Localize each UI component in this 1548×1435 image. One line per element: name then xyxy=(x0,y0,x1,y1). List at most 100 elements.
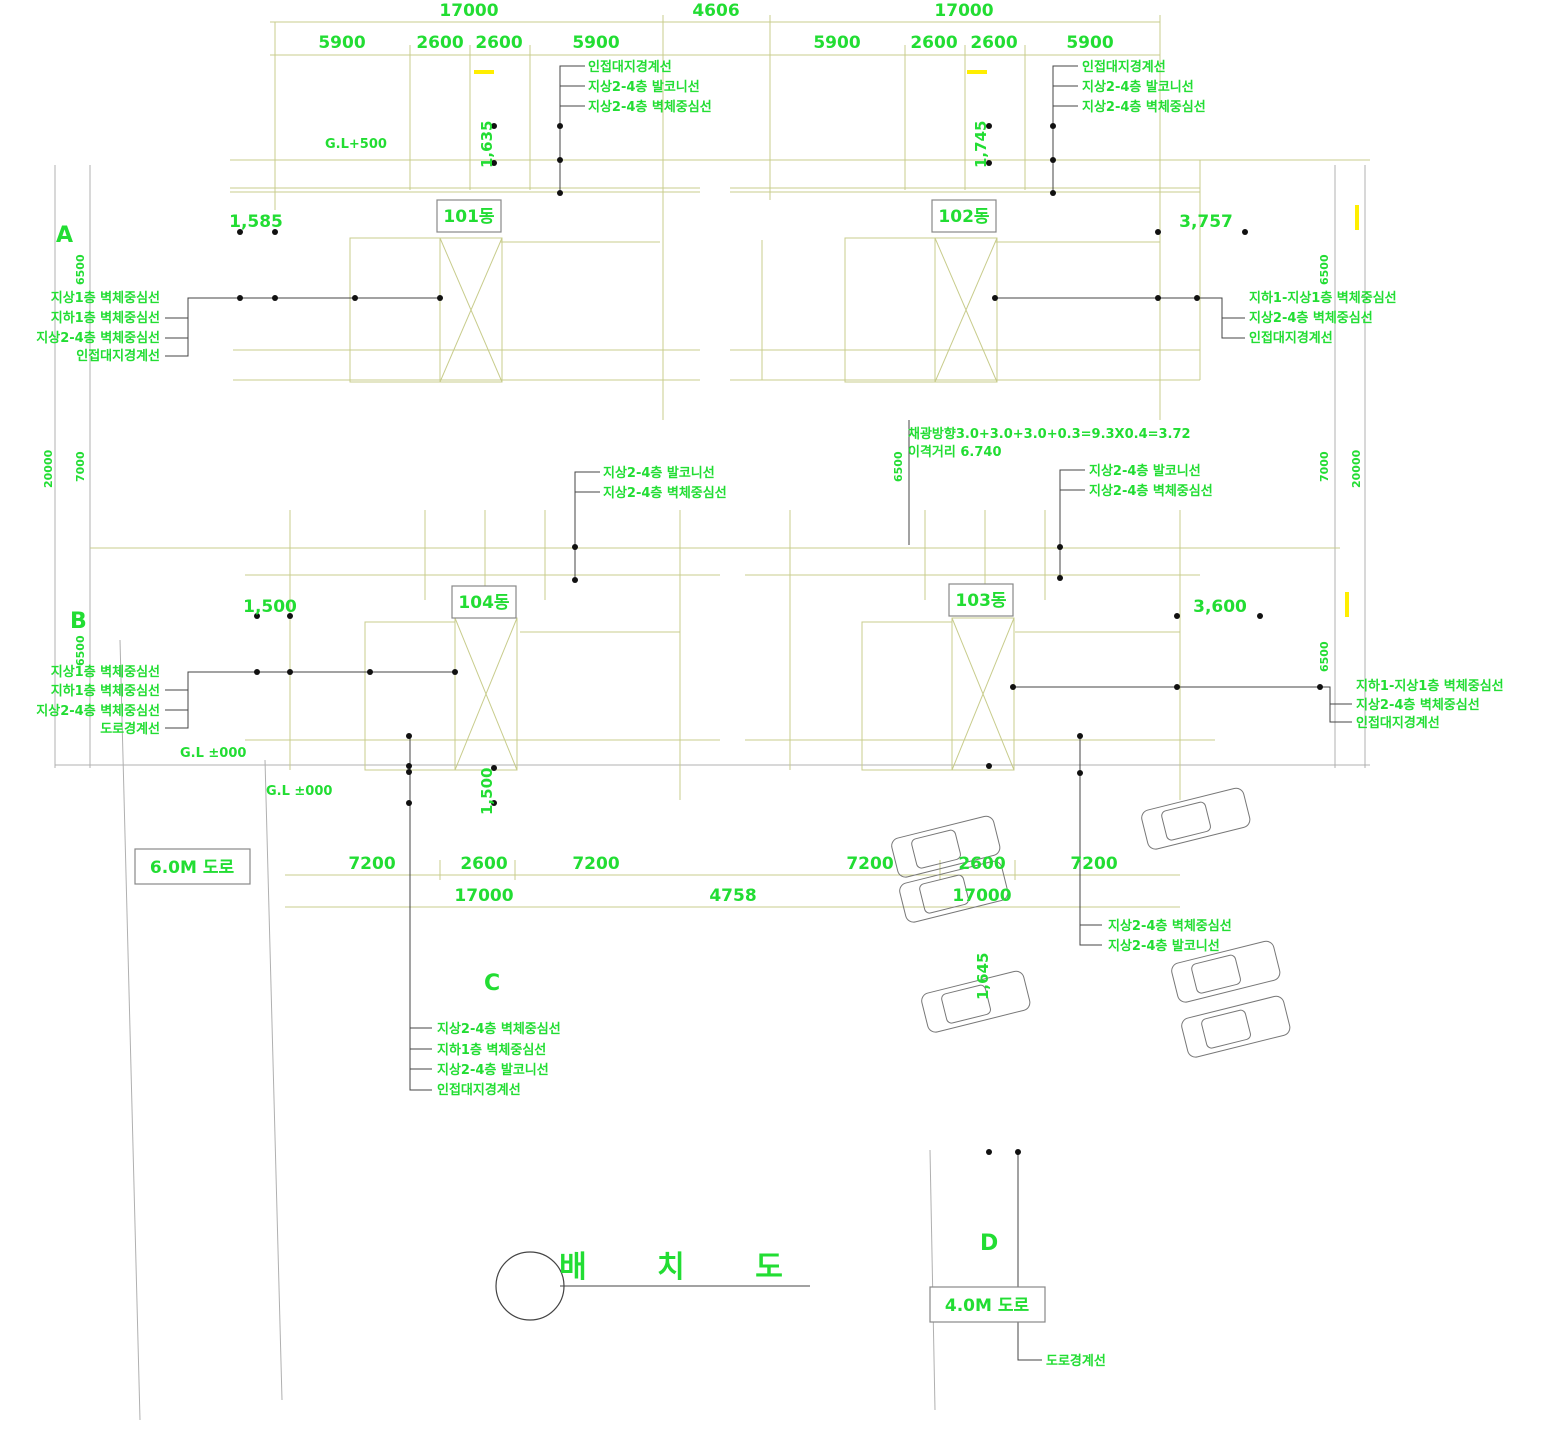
callout-text: 인접대지경계선 xyxy=(437,1082,521,1098)
road-labels: 6.0M 도로 4.0M 도로 xyxy=(134,848,1046,1323)
leader-lines xyxy=(165,65,1352,1361)
callouts-left-b: 지상1층 벽체중심선 지하1층 벽체중심선 지상2-4층 벽체중심선 도로경계선 xyxy=(36,664,160,737)
dim-v-1745: 1,745 xyxy=(972,121,990,168)
callout-text: 지상2-4층 발코니선 xyxy=(603,465,715,481)
dim-bottom-gap: 4758 xyxy=(709,886,756,906)
callouts-top-left: 인접대지경계선 지상2-4층 발코니선 지상2-4층 벽체중심선 xyxy=(588,59,712,115)
callouts-right-a: 지하1-지상1층 벽체중심선 지상2-4층 벽체중심선 인접대지경계선 xyxy=(1249,290,1397,346)
building-label-101: 101동 xyxy=(443,207,494,227)
callouts-right-b: 지하1-지상1층 벽체중심선 지상2-4층 벽체중심선 인접대지경계선 xyxy=(1356,678,1504,731)
dim-left-v-total: 20000 xyxy=(42,449,55,488)
callouts-top-right: 인접대지경계선 지상2-4층 발코니선 지상2-4층 벽체중심선 xyxy=(1082,59,1206,115)
road-boundary-callout: 도로경계선 xyxy=(1046,1353,1106,1369)
callout-text: 지상2-4층 벽체중심선 xyxy=(588,99,712,115)
dim-offset-3757: 3,757 xyxy=(1179,212,1233,232)
callout-text: 지상2-4층 벽체중심선 xyxy=(36,703,160,719)
dim-top-gap: 4606 xyxy=(692,1,739,21)
callout-text: 지하1층 벽체중심선 xyxy=(437,1042,546,1058)
callout-text: 인접대지경계선 xyxy=(1249,330,1333,346)
callout-text: 지상2-4층 벽체중심선 xyxy=(1249,310,1373,326)
dim-bottom-right-seg-1: 7200 xyxy=(846,854,893,874)
callouts-bottom-c: 지상2-4층 벽체중심선 지하1층 벽체중심선 지상2-4층 발코니선 인접대지… xyxy=(437,1021,561,1098)
callout-text: 지상2-4층 발코니선 xyxy=(1089,463,1201,479)
callout-text: 지상2-4층 발코니선 xyxy=(588,79,700,95)
road-4m-label: 4.0M 도로 xyxy=(945,1296,1030,1316)
structure-lines xyxy=(54,15,1370,1421)
callout-text: 지상2-4층 벽체중심선 xyxy=(1108,918,1232,934)
building-label-104: 104동 xyxy=(458,593,509,613)
setback-note-line2: 이격거리 6.740 xyxy=(908,444,1002,460)
dim-right-v-total: 20000 xyxy=(1350,449,1363,488)
dim-top-left-seg-4: 5900 xyxy=(572,33,619,53)
callout-text: 지하1-지상1층 벽체중심선 xyxy=(1356,678,1504,694)
dim-bottom-total-right: 17000 xyxy=(952,886,1011,906)
dim-top-right-seg-4: 5900 xyxy=(1066,33,1113,53)
gl-plus-500: G.L+500 xyxy=(325,137,387,152)
parking-cars xyxy=(891,787,1291,1058)
dim-mid-v: 6500 xyxy=(892,451,905,482)
dim-v-1635: 1,635 xyxy=(478,121,496,168)
gl-000-a: G.L ±000 xyxy=(180,746,246,761)
yellow-markers xyxy=(474,70,1359,617)
dim-v-1500: 1,500 xyxy=(478,768,496,815)
dim-top-right-seg-2: 2600 xyxy=(910,33,957,53)
callout-text: 지하1층 벽체중심선 xyxy=(51,683,160,699)
callout-text: 지하1-지상1층 벽체중심선 xyxy=(1249,290,1397,306)
dim-right-v-top: 6500 xyxy=(1318,254,1331,285)
dim-bottom-left-seg-2: 2600 xyxy=(460,854,507,874)
dim-left-v-top: 6500 xyxy=(74,254,87,285)
callout-text: 지상1층 벽체중심선 xyxy=(51,290,160,306)
dim-offset-3600: 3,600 xyxy=(1193,597,1247,617)
dim-top-left-seg-1: 5900 xyxy=(318,33,365,53)
north-symbol xyxy=(495,1251,565,1321)
callouts-left-a: 지상1층 벽체중심선 지하1층 벽체중심선 지상2-4층 벽체중심선 인접대지경… xyxy=(36,290,160,364)
dim-bottom-total-left: 17000 xyxy=(454,886,513,906)
callout-text: 지상2-4층 벽체중심선 xyxy=(1089,483,1213,499)
callout-text: 지상2-4층 벽체중심선 xyxy=(1356,697,1480,713)
dim-bottom-right-seg-3: 7200 xyxy=(1070,854,1117,874)
dim-offset-1500: 1,500 xyxy=(243,597,297,617)
setback-note-line1: 채광방향3.0+3.0+3.0+0.3=9.3X0.4=3.72 xyxy=(908,426,1191,442)
dim-bottom-left-seg-3: 7200 xyxy=(572,854,619,874)
dim-top-right-seg-3: 2600 xyxy=(970,33,1017,53)
dimension-texts: 17000 4606 17000 5900 2600 2600 5900 590… xyxy=(229,1,1247,906)
grid-label-c: C xyxy=(484,971,500,996)
dim-left-v-mid: 7000 xyxy=(74,451,87,482)
dim-top-total-right: 17000 xyxy=(934,1,993,21)
building-labels: 101동 102동 104동 103동 xyxy=(436,199,1014,619)
callout-text: 지상2-4층 벽체중심선 xyxy=(437,1021,561,1037)
grid-label-b: B xyxy=(70,609,87,634)
dim-offset-1585: 1,585 xyxy=(229,212,283,232)
callout-text: 인접대지경계선 xyxy=(1082,59,1166,75)
setback-note: 채광방향3.0+3.0+3.0+0.3=9.3X0.4=3.72 이격거리 6.… xyxy=(908,426,1191,460)
dim-top-total-left: 17000 xyxy=(439,1,498,21)
dim-top-left-seg-3: 2600 xyxy=(475,33,522,53)
callout-text: 도로경계선 xyxy=(100,721,160,737)
dim-right-v-mid: 7000 xyxy=(1318,451,1331,482)
dim-top-left-seg-2: 2600 xyxy=(416,33,463,53)
dim-bottom-left-seg-1: 7200 xyxy=(348,854,395,874)
callout-text: 지하1층 벽체중심선 xyxy=(51,310,160,326)
reference-dots xyxy=(237,123,1323,1155)
callout-text: 지상2-4층 발코니선 xyxy=(1082,79,1194,95)
grid-labels: A B C D xyxy=(56,223,998,1256)
callout-text: 인접대지경계선 xyxy=(1356,715,1440,731)
building-label-102: 102동 xyxy=(938,207,989,227)
callout-text: 인접대지경계선 xyxy=(76,348,160,364)
callout-text: 지상2-4층 발코니선 xyxy=(437,1062,549,1078)
callout-text: 인접대지경계선 xyxy=(588,59,672,75)
dim-left-v-bot: 6500 xyxy=(74,635,87,666)
dim-bottom-right-seg-2: 2600 xyxy=(958,854,1005,874)
dim-right-v-bot: 6500 xyxy=(1318,641,1331,672)
callout-text: 지상1층 벽체중심선 xyxy=(51,664,160,680)
callout-text: 지상2-4층 발코니선 xyxy=(1108,938,1220,954)
dim-top-right-seg-1: 5900 xyxy=(813,33,860,53)
drawing-title: 배 치 도 xyxy=(559,1250,813,1285)
callouts-mid-left: 지상2-4층 발코니선 지상2-4층 벽체중심선 xyxy=(603,465,727,501)
callout-text: 지상2-4층 벽체중심선 xyxy=(603,485,727,501)
vertical-dimension-texts: 1,635 1,745 1,500 1,645 20000 7000 6500 … xyxy=(42,121,1363,1000)
callouts-bottom-right: 지상2-4층 벽체중심선 지상2-4층 발코니선 xyxy=(1108,918,1232,954)
callout-text: 지상2-4층 벽체중심선 xyxy=(1082,99,1206,115)
road-6m-label: 6.0M 도로 xyxy=(150,858,235,878)
